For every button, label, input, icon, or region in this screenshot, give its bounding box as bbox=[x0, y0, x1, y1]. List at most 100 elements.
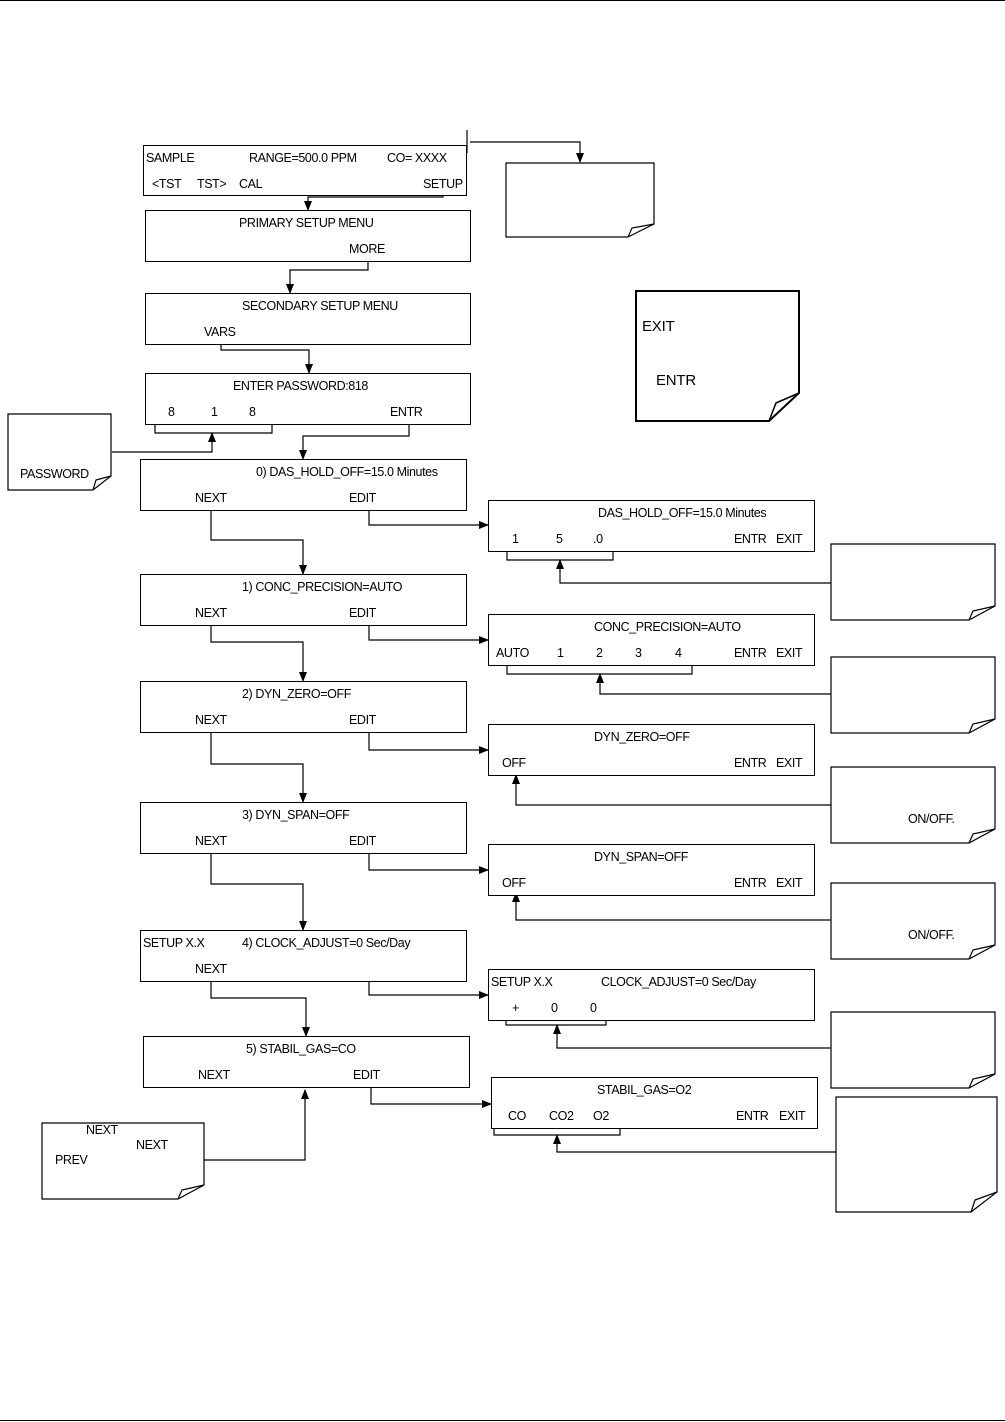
option-auto[interactable]: AUTO bbox=[496, 646, 529, 660]
password-display: ENTER PASSWORD:818 8 1 8 ENTR bbox=[145, 373, 471, 425]
entr-key[interactable]: ENTR bbox=[734, 756, 767, 770]
var-clock-adjust: SETUP X.X 4) CLOCK_ADJUST=0 Sec/Day NEXT bbox=[140, 930, 467, 982]
range-readout: RANGE=500.0 PPM bbox=[249, 151, 357, 165]
var-dyn-zero: 2) DYN_ZERO=OFF NEXT EDIT bbox=[140, 681, 467, 733]
edit-title: STABIL_GAS=O2 bbox=[597, 1083, 692, 1097]
nav-note-prev: PREV bbox=[55, 1153, 88, 1167]
note-sheet-nav bbox=[41, 1122, 205, 1200]
edit-title: DYN_SPAN=OFF bbox=[594, 850, 688, 864]
note-sheet-das bbox=[830, 543, 996, 621]
password-note-text: PASSWORD bbox=[20, 467, 89, 481]
secondary-setup-menu: SECONDARY SETUP MENU VARS bbox=[145, 293, 471, 345]
edit-title: DAS_HOLD_OFF=15.0 Minutes bbox=[598, 506, 767, 520]
edit-title: DYN_ZERO=OFF bbox=[594, 730, 690, 744]
entr-key[interactable]: ENTR bbox=[736, 1109, 769, 1123]
var-title: 0) DAS_HOLD_OFF=15.0 Minutes bbox=[256, 465, 438, 479]
secondary-title: SECONDARY SETUP MENU bbox=[242, 299, 398, 313]
var-title: 4) CLOCK_ADJUST=0 Sec/Day bbox=[242, 936, 411, 950]
vars-key[interactable]: VARS bbox=[204, 325, 236, 339]
edit-prefix: SETUP X.X bbox=[491, 975, 553, 989]
option-2[interactable]: 2 bbox=[596, 646, 603, 660]
legend-entr: ENTR bbox=[656, 372, 697, 389]
edit-key[interactable]: EDIT bbox=[349, 713, 376, 727]
entr-key[interactable]: ENTR bbox=[734, 876, 767, 890]
setup-key[interactable]: SETUP bbox=[423, 177, 463, 191]
span-note-text: ON/OFF. bbox=[908, 928, 955, 942]
entr-key[interactable]: ENTR bbox=[734, 646, 767, 660]
value-off[interactable]: OFF bbox=[502, 756, 526, 770]
note-sheet-password bbox=[7, 413, 112, 491]
edit-key[interactable]: EDIT bbox=[349, 606, 376, 620]
entr-key[interactable]: ENTR bbox=[734, 532, 767, 546]
key-legend-box bbox=[635, 290, 800, 422]
cal-key[interactable]: CAL bbox=[239, 177, 263, 191]
edit-title: CLOCK_ADJUST=0 Sec/Day bbox=[601, 975, 756, 989]
next-key[interactable]: NEXT bbox=[195, 606, 227, 620]
note-sheet-clock bbox=[830, 1011, 996, 1089]
note-sheet-gas bbox=[835, 1096, 998, 1213]
exit-key[interactable]: EXIT bbox=[776, 646, 803, 660]
exit-key[interactable]: EXIT bbox=[776, 532, 803, 546]
option-3[interactable]: 3 bbox=[635, 646, 642, 660]
var-conc-precision: 1) CONC_PRECISION=AUTO NEXT EDIT bbox=[140, 574, 467, 626]
edit-dyn-span: DYN_SPAN=OFF OFF ENTR EXIT bbox=[488, 844, 815, 896]
note-sheet-span bbox=[830, 882, 996, 960]
option-4[interactable]: 4 bbox=[675, 646, 682, 660]
tst-next-key[interactable]: TST> bbox=[197, 177, 227, 191]
edit-dyn-zero: DYN_ZERO=OFF OFF ENTR EXIT bbox=[488, 724, 815, 776]
exit-key[interactable]: EXIT bbox=[776, 756, 803, 770]
var-prefix: SETUP X.X bbox=[143, 936, 205, 950]
exit-key[interactable]: EXIT bbox=[776, 876, 803, 890]
sample-display: SAMPLE RANGE=500.0 PPM CO= XXXX <TST TST… bbox=[143, 145, 467, 196]
more-key[interactable]: MORE bbox=[349, 242, 385, 256]
password-title: ENTER PASSWORD:818 bbox=[233, 379, 368, 393]
var-das-hold-off: 0) DAS_HOLD_OFF=15.0 Minutes NEXT EDIT bbox=[140, 459, 467, 511]
option-1[interactable]: 1 bbox=[557, 646, 564, 660]
legend-exit: EXIT bbox=[642, 318, 675, 335]
digit-3[interactable]: .0 bbox=[593, 532, 603, 546]
nav-note-next-2: NEXT bbox=[136, 1138, 168, 1152]
edit-das-hold-off: DAS_HOLD_OFF=15.0 Minutes 1 5 .0 ENTR EX… bbox=[488, 500, 815, 552]
co-readout: CO= XXXX bbox=[387, 151, 447, 165]
digit-1[interactable]: 1 bbox=[512, 532, 519, 546]
nav-note-next-1: NEXT bbox=[86, 1123, 118, 1137]
value-off[interactable]: OFF bbox=[502, 876, 526, 890]
option-o2[interactable]: O2 bbox=[593, 1109, 609, 1123]
edit-key[interactable]: EDIT bbox=[349, 834, 376, 848]
key-legend-outline bbox=[636, 291, 800, 422]
edit-conc-precision: CONC_PRECISION=AUTO AUTO 1 2 3 4 ENTR EX… bbox=[488, 614, 815, 666]
digit-1[interactable]: 0 bbox=[551, 1001, 558, 1015]
bottom-rule bbox=[0, 1420, 1005, 1421]
edit-key[interactable]: EDIT bbox=[353, 1068, 380, 1082]
next-key[interactable]: NEXT bbox=[198, 1068, 230, 1082]
option-co2[interactable]: CO2 bbox=[549, 1109, 574, 1123]
primary-setup-menu: PRIMARY SETUP MENU MORE bbox=[145, 210, 471, 262]
edit-title: CONC_PRECISION=AUTO bbox=[594, 620, 741, 634]
edit-stabil-gas: STABIL_GAS=O2 CO CO2 O2 ENTR EXIT bbox=[491, 1077, 818, 1129]
next-key[interactable]: NEXT bbox=[195, 834, 227, 848]
password-entr-key[interactable]: ENTR bbox=[390, 405, 423, 419]
password-digit-3[interactable]: 8 bbox=[249, 405, 256, 419]
next-key[interactable]: NEXT bbox=[195, 713, 227, 727]
var-title: 2) DYN_ZERO=OFF bbox=[242, 687, 351, 701]
var-stabil-gas: 5) STABIL_GAS=CO NEXT EDIT bbox=[143, 1036, 470, 1088]
note-sheet-conc bbox=[830, 656, 996, 734]
sign-key[interactable]: + bbox=[512, 1001, 519, 1015]
exit-key[interactable]: EXIT bbox=[779, 1109, 806, 1123]
edit-clock-adjust: SETUP X.X CLOCK_ADJUST=0 Sec/Day + 0 0 bbox=[488, 969, 815, 1021]
sample-label: SAMPLE bbox=[146, 151, 195, 165]
tst-prev-key[interactable]: <TST bbox=[152, 177, 182, 191]
password-digit-1[interactable]: 8 bbox=[168, 405, 175, 419]
next-key[interactable]: NEXT bbox=[195, 491, 227, 505]
digit-2[interactable]: 5 bbox=[556, 532, 563, 546]
option-co[interactable]: CO bbox=[508, 1109, 526, 1123]
note-sheet-top bbox=[505, 162, 655, 238]
var-dyn-span: 3) DYN_SPAN=OFF NEXT EDIT bbox=[140, 802, 467, 854]
digit-2[interactable]: 0 bbox=[590, 1001, 597, 1015]
var-title: 1) CONC_PRECISION=AUTO bbox=[242, 580, 403, 594]
var-title: 3) DYN_SPAN=OFF bbox=[242, 808, 350, 822]
edit-key[interactable]: EDIT bbox=[349, 491, 376, 505]
next-key[interactable]: NEXT bbox=[195, 962, 227, 976]
password-digit-2[interactable]: 1 bbox=[211, 405, 218, 419]
zero-note-text: ON/OFF. bbox=[908, 812, 955, 826]
